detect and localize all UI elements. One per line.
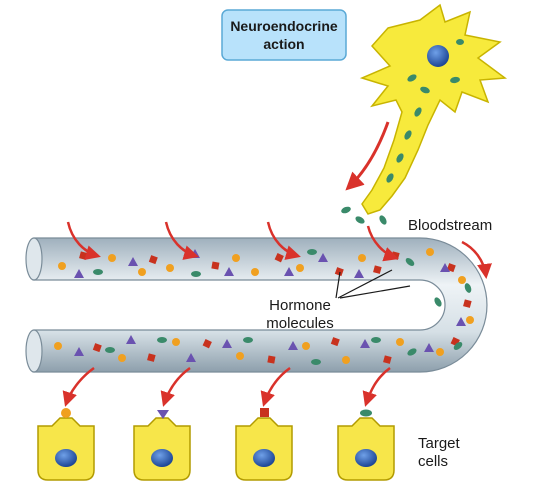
hormone-label-line1: Hormone — [269, 297, 331, 314]
bloodstream-label: Bloodstream — [408, 217, 492, 234]
entry-arrow — [266, 221, 301, 260]
bloodstream-flow-arrow — [461, 240, 492, 279]
target-cell-icon — [133, 410, 191, 481]
target-label-line2: cells — [418, 453, 448, 470]
vessel-opening-bottom — [25, 329, 43, 373]
neuron-body — [359, 3, 508, 215]
exit-arrow — [260, 366, 291, 407]
exit-arrow — [62, 366, 95, 407]
neuroendocrine-label-box — [221, 9, 347, 61]
neuroendocrine-label-line2: action — [263, 36, 304, 52]
entry-arrow — [164, 221, 199, 260]
exit-arrow — [362, 366, 391, 407]
entry-arrows — [66, 221, 399, 262]
target-cell-icon — [235, 408, 293, 481]
neuron-icon — [341, 3, 508, 225]
hormone-molecules — [54, 248, 474, 365]
hormone-label-line2: molecules — [266, 315, 334, 332]
neuron-vesicles — [386, 39, 464, 183]
vessel-tube — [33, 237, 488, 373]
entry-arrow — [366, 225, 399, 262]
axon-arrow — [345, 121, 390, 191]
vessel-opening-top — [25, 237, 43, 281]
neuroendocrine-label: Neuroendocrine action — [221, 9, 347, 61]
neuroendocrine-label-line1: Neuroendocrine — [230, 18, 338, 34]
exit-arrow — [160, 366, 191, 407]
hormone-pointers — [335, 269, 411, 299]
entry-arrow — [66, 221, 101, 260]
target-label-line1: Target — [418, 435, 461, 452]
blood-vessel — [25, 237, 488, 373]
exit-arrows — [62, 366, 391, 407]
target-cell-icon — [37, 408, 95, 481]
neuron-nucleus — [427, 45, 449, 67]
target-cells — [37, 408, 395, 481]
target-cell-icon — [337, 409, 395, 481]
